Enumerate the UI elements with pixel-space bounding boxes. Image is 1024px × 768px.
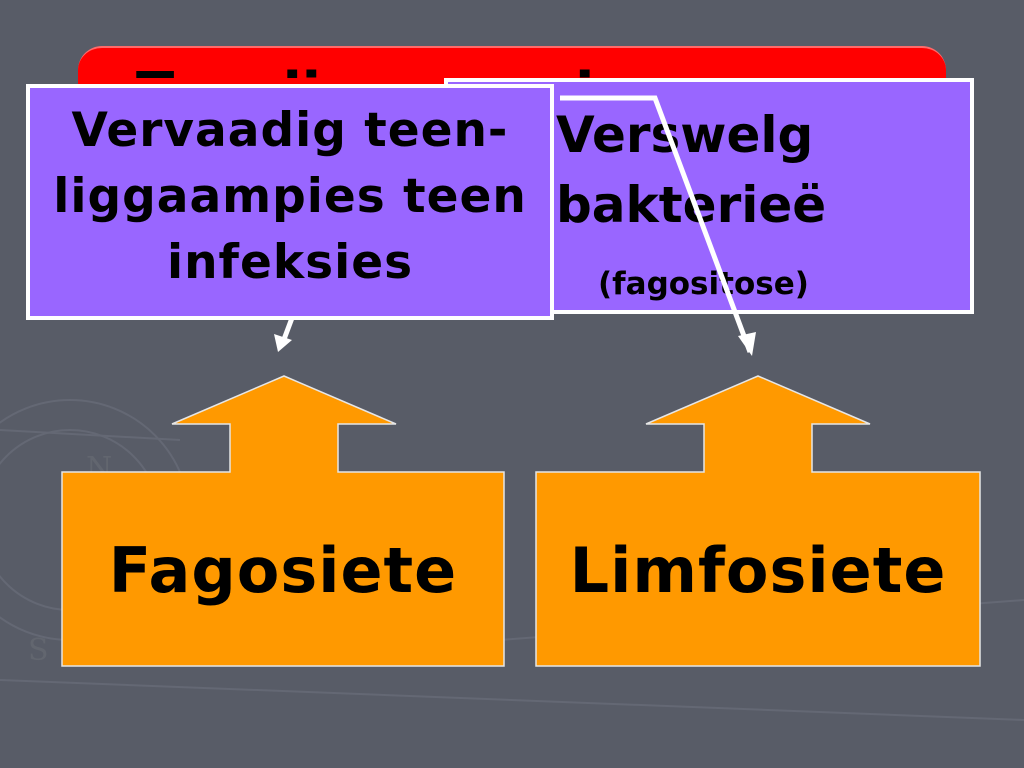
- card-right-line: Verswelg: [556, 106, 814, 164]
- connector-right: [560, 95, 753, 353]
- card-left-text: Vervaadig teen- liggaampies teen infeksi…: [30, 98, 550, 296]
- card-left-line: liggaampies teen: [53, 169, 527, 224]
- card-right-line: bakterieë: [556, 176, 827, 234]
- arrowhead-left: [274, 334, 292, 352]
- label-limfosiete: Limfosiete: [569, 534, 947, 607]
- card-left-line: Vervaadig teen-: [71, 103, 509, 158]
- card-right-subtitle: (fagositose): [598, 266, 809, 302]
- arrowhead-right: [738, 332, 756, 356]
- svg-text:S: S: [28, 633, 49, 668]
- up-arrow-right: [535, 375, 981, 667]
- card-left-line: infeksies: [166, 235, 414, 290]
- slide-title: Teenliggaampies: [136, 66, 666, 78]
- label-fagosiete: Fagosiete: [108, 534, 458, 607]
- up-arrow-left: [61, 375, 505, 667]
- card-right-text: Verswelg bakterieë: [556, 100, 876, 240]
- card-antibodies: Vervaadig teen- liggaampies teen infeksi…: [26, 84, 554, 320]
